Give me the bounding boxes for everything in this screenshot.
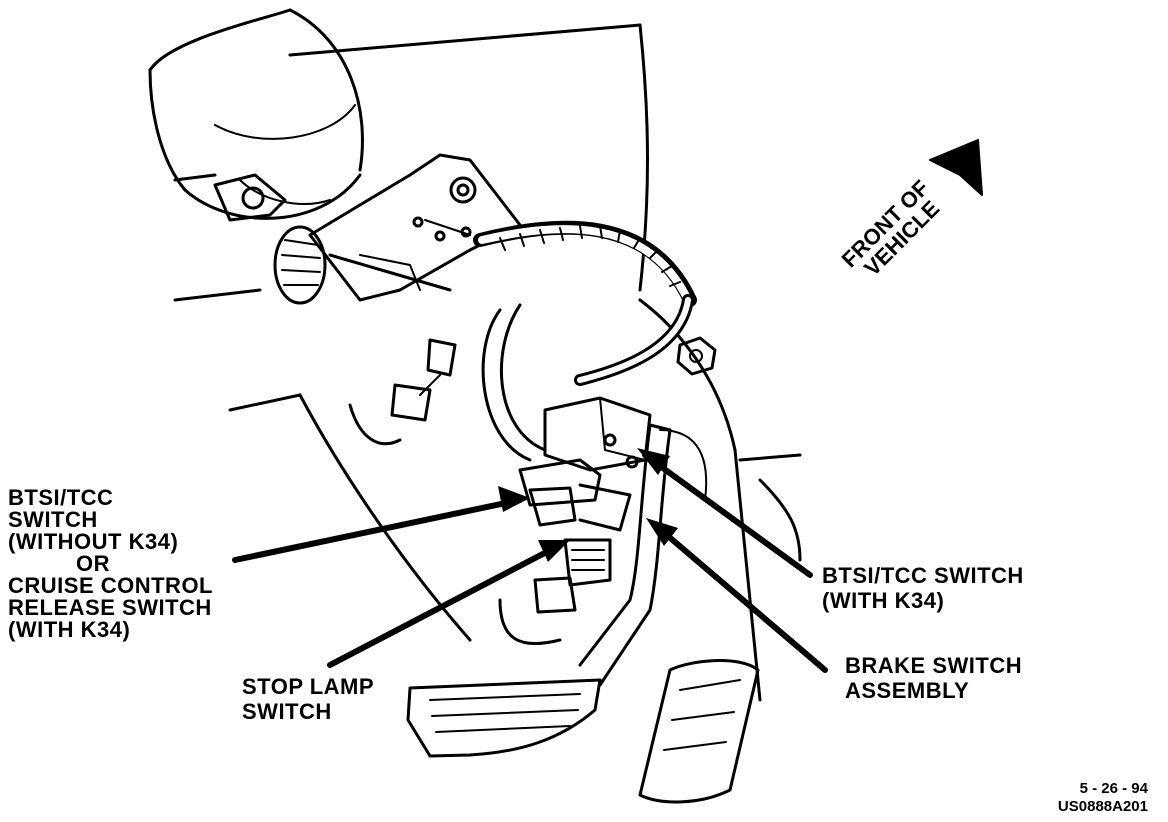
label-btsi-tcc-without-k34: BTSI/TCC SWITCH (WITHOUT K34) OR CRUISE … bbox=[8, 487, 213, 641]
arrow-btsi-with bbox=[642, 452, 813, 578]
label-line: OR bbox=[76, 551, 110, 576]
arrow-brake-switch bbox=[652, 522, 828, 673]
label-line: STOP LAMP bbox=[242, 674, 375, 699]
arrow-stop-lamp bbox=[327, 542, 563, 668]
label-line: BTSI/TCC SWITCH bbox=[822, 563, 1024, 588]
figure-code: US0888A201 bbox=[1057, 798, 1148, 815]
arrowhead-brake-switch bbox=[646, 518, 678, 546]
label-btsi-tcc-with-k34: BTSI/TCC SWITCH (WITH K34) bbox=[822, 563, 1024, 613]
dash-panel bbox=[173, 23, 802, 702]
accelerator-pedal bbox=[638, 659, 760, 804]
left-connector bbox=[348, 338, 457, 446]
label-brake-switch-assembly: BRAKE SWITCH ASSEMBLY bbox=[845, 653, 1022, 703]
steering-column bbox=[148, 8, 364, 220]
label-line: (WITH K34) bbox=[822, 588, 945, 613]
wiring-harness bbox=[473, 220, 697, 462]
arrow-btsi-without bbox=[232, 497, 523, 563]
label-line: BTSI/TCC bbox=[8, 485, 114, 510]
arrowhead-stop-lamp bbox=[538, 540, 570, 562]
label-line: BRAKE SWITCH bbox=[845, 653, 1023, 678]
mounting-bracket bbox=[213, 153, 522, 302]
leader-arrows bbox=[232, 452, 828, 673]
label-line: (WITH K34) bbox=[8, 617, 131, 642]
brake-pedal-pad bbox=[406, 678, 602, 758]
label-line: SWITCH bbox=[242, 699, 332, 724]
label-line: RELEASE SWITCH bbox=[8, 595, 212, 620]
label-line: CRUISE CONTROL bbox=[8, 573, 213, 598]
lower-connector bbox=[498, 576, 577, 646]
mounting-nut bbox=[676, 336, 717, 376]
label-line: (WITHOUT K34) bbox=[8, 529, 179, 554]
figure-identifier: 5 - 26 - 94 US0888A201 bbox=[1058, 780, 1148, 816]
arrowhead-btsi-with bbox=[637, 448, 670, 475]
label-line: SWITCH bbox=[8, 507, 98, 532]
arrowhead-btsi-without bbox=[498, 486, 530, 512]
label-stop-lamp-switch: STOP LAMP SWITCH bbox=[242, 674, 374, 724]
label-line: ASSEMBLY bbox=[845, 678, 970, 703]
return-spring bbox=[273, 225, 327, 305]
figure-date: 5 - 26 - 94 bbox=[1079, 780, 1148, 797]
front-arrow-icon bbox=[929, 139, 983, 196]
